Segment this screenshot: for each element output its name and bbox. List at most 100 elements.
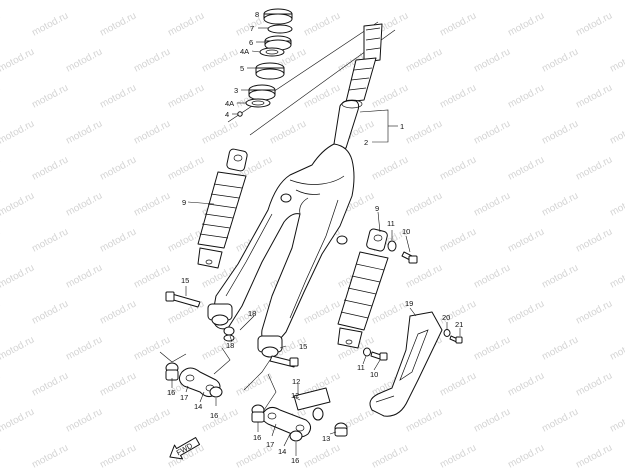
callout-16-b: 16 [210, 411, 218, 420]
watermark-text: motod.ru [98, 10, 138, 38]
watermark-text: motod.ru [0, 82, 2, 110]
watermark-text: motod.ru [302, 82, 342, 110]
watermark-text: motod.ru [132, 262, 172, 290]
watermark-text: motod.ru [30, 370, 70, 398]
watermark-text: motod.ru [268, 118, 308, 146]
watermark-text: motod.ru [64, 118, 104, 146]
watermark-text: motod.ru [166, 154, 206, 182]
watermark-text: motod.ru [506, 154, 546, 182]
watermark-text: motod.ru [0, 298, 2, 326]
watermark-text: motod.ru [0, 334, 36, 362]
left-shock-absorber [197, 148, 248, 269]
watermark-text: motod.ru [64, 190, 104, 218]
watermark-text: motod.ru [302, 442, 342, 468]
callout-5: 5 [240, 64, 244, 73]
callout-1: 1 [400, 122, 404, 131]
callout-9-left: 9 [182, 198, 186, 207]
callout-4: 4 [225, 110, 229, 119]
watermark-text: motod.ru [472, 262, 512, 290]
watermark-text: motod.ru [506, 442, 546, 468]
callout-11-bottom: 11 [357, 363, 365, 372]
callout-17-b: 17 [266, 440, 274, 449]
watermark-text: motod.ru [98, 154, 138, 182]
watermark-text: motod.ru [438, 370, 478, 398]
callout-20: 20 [442, 313, 450, 322]
watermark-text: motod.ru [506, 226, 546, 254]
watermark-text: motod.ru [370, 442, 410, 468]
callout-4a-bottom: 4A [225, 99, 234, 108]
callout-3: 3 [234, 86, 238, 95]
watermark-text: motod.ru [540, 406, 580, 434]
watermark-text: motod.ru [0, 154, 2, 182]
watermark-text: motod.ru [166, 10, 206, 38]
callout-21: 21 [455, 320, 463, 329]
watermark-text: motod.ru [30, 226, 70, 254]
watermark-text: motod.ru [506, 10, 546, 38]
watermark-text: motod.ru [574, 370, 614, 398]
watermark-text: motod.ru [540, 334, 580, 362]
watermark-text: motod.ru [506, 82, 546, 110]
watermark-text: motod.ru [64, 46, 104, 74]
watermark-text: motod.ru [608, 0, 625, 3]
watermark-text: motod.ru [64, 334, 104, 362]
watermark-text: motod.ru [540, 0, 580, 3]
watermark-text: motod.ru [404, 46, 444, 74]
watermark-text: motod.ru [438, 82, 478, 110]
watermark-text: motod.ru [608, 334, 625, 362]
watermark-text: motod.ru [132, 406, 172, 434]
watermark-text: motod.ru [166, 82, 206, 110]
lower-bearing-part [245, 98, 271, 108]
watermark-text: motod.ru [64, 262, 104, 290]
callout-4a-top: 4A [240, 47, 249, 56]
front-fork-frame [207, 143, 355, 358]
hardware-parts [165, 240, 463, 442]
watermark-text: motod.ru [0, 190, 36, 218]
watermark-text: motod.ru [574, 154, 614, 182]
watermark-text: motod.ru [200, 118, 240, 146]
callout-2: 2 [364, 138, 368, 147]
callout-14-b: 14 [278, 447, 286, 456]
watermark-text: motod.ru [540, 262, 580, 290]
watermark-text: motod.ru [506, 298, 546, 326]
callout-19: 19 [405, 299, 413, 308]
callout-17-a: 17 [180, 393, 188, 402]
watermark-text: motod.ru [30, 442, 70, 468]
watermark-text: motod.ru [574, 82, 614, 110]
watermark-text: motod.ru [608, 190, 625, 218]
callout-6: 6 [249, 38, 253, 47]
watermark-text: motod.ru [404, 190, 444, 218]
watermark-text: motod.ru [0, 10, 2, 38]
watermark-text: motod.ru [200, 406, 240, 434]
watermark-text: motod.ru [0, 262, 36, 290]
callout-10-bottom: 10 [370, 370, 378, 379]
watermark-text: motod.ru [98, 226, 138, 254]
watermark-text: motod.ru [0, 118, 36, 146]
watermark-text: motod.ru [30, 154, 70, 182]
watermark-text: motod.ru [200, 0, 240, 3]
watermark-text: motod.ru [64, 0, 104, 3]
watermark-text: motod.ru [574, 298, 614, 326]
watermark-text: motod.ru [132, 190, 172, 218]
callout-16-a: 16 [167, 388, 175, 397]
watermark-text: motod.ru [0, 442, 2, 468]
callout-13: 13 [322, 434, 330, 443]
watermark-text: motod.ru [30, 298, 70, 326]
watermark-text: motod.ru [540, 190, 580, 218]
steering-bearing-stack [227, 8, 396, 136]
callout-7: 7 [250, 24, 254, 33]
watermark-text: motod.ru [30, 10, 70, 38]
watermark-text: motod.ru [404, 0, 444, 3]
watermark-text: motod.ru [540, 118, 580, 146]
callout-11-top: 11 [387, 219, 395, 228]
watermark-text: motod.ru [370, 154, 410, 182]
watermark-text: motod.ru [438, 10, 478, 38]
watermark-text: motod.ru [506, 370, 546, 398]
watermark-text: motod.ru [608, 46, 625, 74]
watermark-text: motod.ru [404, 406, 444, 434]
watermark-text: motod.ru [268, 0, 308, 3]
callout-18-top: 18 [248, 309, 256, 318]
watermark-text: motod.ru [0, 370, 2, 398]
ball-part [237, 111, 243, 117]
watermark-text: motod.ru [0, 0, 36, 3]
